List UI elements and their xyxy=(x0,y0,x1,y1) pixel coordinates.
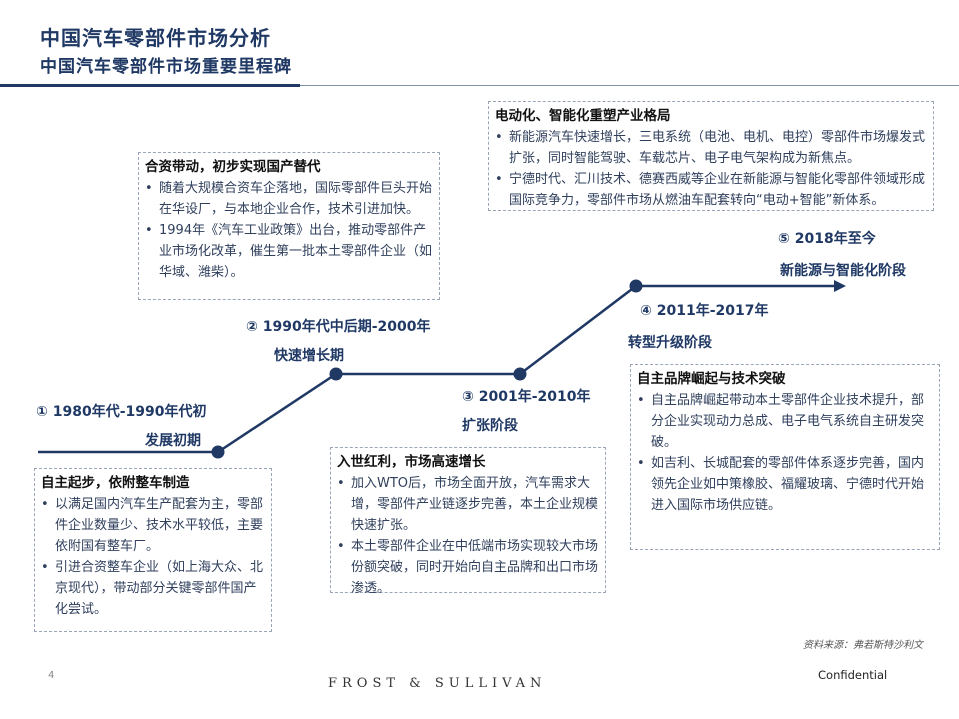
brand-logo: FROST & SULLIVAN xyxy=(328,676,547,691)
stage-3-label: ③ 2001年-2010年 xyxy=(462,389,591,405)
stage-1-box: 自主起步，依附整车制造 以满足国内汽车生产配套为主，零部件企业数量少、技术水平较… xyxy=(34,468,272,632)
timeline-node-3 xyxy=(513,367,527,381)
stage-1-phase: 发展初期 xyxy=(145,433,201,449)
stage-4-bullet: 自主品牌崛起带动本土零部件企业技术提升，部分企业实现动力总成、电子电气系统自主研… xyxy=(637,390,933,453)
stage-5-label: ⑤ 2018年至今 xyxy=(778,231,876,247)
stage-4-bullet: 如吉利、长城配套的零部件体系逐步完善，国内领先企业如中策橡胶、福耀玻璃、宁德时代… xyxy=(637,453,933,516)
timeline-node-1 xyxy=(211,445,225,459)
stage-1-bullet: 以满足国内汽车生产配套为主，零部件企业数量少、技术水平较低，主要依附国有整车厂。 xyxy=(41,494,265,557)
stage-3-box: 入世红利，市场高速增长 加入WTO后，市场全面开放，汽车需求大增，零部件产业链逐… xyxy=(330,447,606,596)
stage-2-phase: 快速增长期 xyxy=(274,348,344,364)
stage-3-box-title: 入世红利，市场高速增长 xyxy=(337,454,486,470)
stage-5-bullet: 宁德时代、汇川技术、德赛西威等企业在新能源与智能化零部件领域形成国际竞争力，零部… xyxy=(495,169,927,211)
page-subtitle: 中国汽车零部件市场重要里程碑 xyxy=(40,57,292,77)
stage-1-bullet: 引进合资整车企业（如上海大众、北京现代），带动部分关键零部件国产化尝试。 xyxy=(41,557,265,620)
stage-3-bullet: 加入WTO后，市场全面开放，汽车需求大增，零部件产业链逐步完善，本土企业规模快速… xyxy=(337,473,599,536)
stage-3-bullet: 本土零部件企业在中低端市场实现较大市场份额突破，同时开始向自主品牌和出口市场渗透… xyxy=(337,536,599,599)
timeline-node-4 xyxy=(629,279,643,293)
header-divider-light xyxy=(300,85,959,86)
source-note: 资料来源：弗若斯特沙利文 xyxy=(803,640,923,651)
stage-1-box-title: 自主起步，依附整车制造 xyxy=(41,475,190,491)
stage-5-phase: 新能源与智能化阶段 xyxy=(780,263,906,279)
stage-4-box: 自主品牌崛起与技术突破 自主品牌崛起带动本土零部件企业技术提升，部分企业实现动力… xyxy=(630,364,940,550)
confidential-label: Confidential xyxy=(818,668,888,682)
stage-4-label: ④ 2011年-2017年 xyxy=(640,303,769,319)
stage-2-bullet: 随着大规模合资车企落地，国际零部件巨头开始在华设厂，与本地企业合作，技术引进加快… xyxy=(145,178,433,220)
page-number: 4 xyxy=(48,670,55,681)
timeline-arrowhead-icon xyxy=(834,280,846,292)
stage-5-box: 电动化、智能化重塑产业格局 新能源汽车快速增长，三电系统（电池、电机、电控）零部… xyxy=(488,101,934,211)
timeline-node-2 xyxy=(329,367,343,381)
header-divider-dark xyxy=(0,84,300,87)
stage-5-bullet: 新能源汽车快速增长，三电系统（电池、电机、电控）零部件市场爆发式扩张，同时智能驾… xyxy=(495,127,927,169)
stage-4-phase: 转型升级阶段 xyxy=(628,335,712,351)
stage-2-box-title: 合资带动，初步实现国产替代 xyxy=(145,159,321,175)
stage-3-phase: 扩张阶段 xyxy=(462,418,518,434)
stage-4-box-title: 自主品牌崛起与技术突破 xyxy=(637,371,786,387)
page-title: 中国汽车零部件市场分析 xyxy=(40,26,271,50)
stage-2-box: 合资带动，初步实现国产替代 随着大规模合资车企落地，国际零部件巨头开始在华设厂，… xyxy=(138,152,440,300)
stage-1-label: ① 1980年代-1990年代初 xyxy=(36,404,207,420)
stage-2-bullet: 1994年《汽车工业政策》出台，推动零部件产业市场化改革，催生第一批本土零部件企… xyxy=(145,220,433,283)
stage-2-label: ② 1990年代中后期-2000年 xyxy=(246,319,431,335)
stage-5-box-title: 电动化、智能化重塑产业格局 xyxy=(495,108,671,124)
